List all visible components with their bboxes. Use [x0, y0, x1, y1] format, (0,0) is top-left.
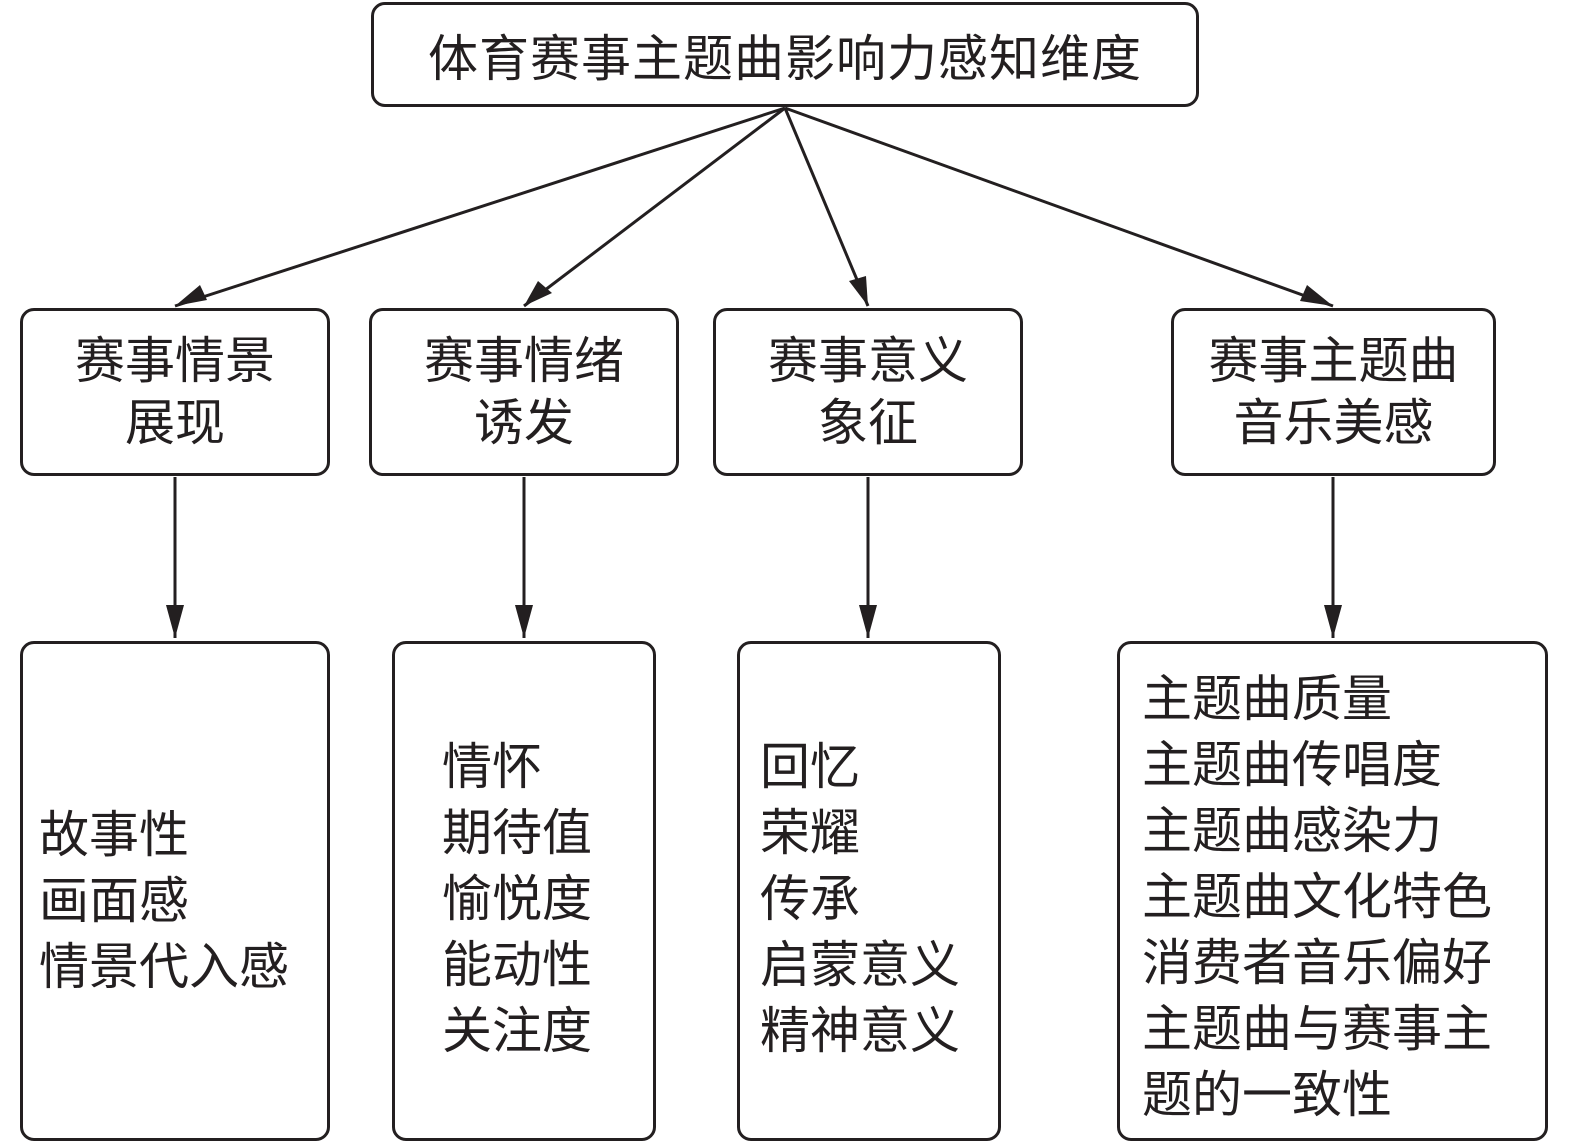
arrowhead-leaf-2 [515, 605, 533, 638]
dimension-node-1: 赛事情景 展现 [20, 308, 330, 476]
leaf-1-item: 情景代入感 [39, 938, 289, 996]
dimension-3-label-line-1: 赛事意义 [768, 332, 968, 390]
arrowhead-dimension-2 [524, 281, 552, 306]
arrow-root-to-dimension-4 [784, 106, 1334, 308]
leaf-4-item: 主题曲感染力 [1142, 802, 1442, 860]
arrowhead-leaf-4 [1324, 605, 1342, 638]
root-title: 体育赛事主题曲影响力感知维度 [428, 29, 1142, 88]
arrowhead-leaf-3 [859, 605, 877, 638]
dimension-1-label-line-2: 展现 [125, 394, 225, 452]
arrowhead-dimension-3 [849, 276, 868, 306]
leaf-2-item: 关注度 [442, 1002, 592, 1060]
dimension-node-3: 赛事意义 象征 [713, 308, 1023, 476]
leaf-3-item-list: 回忆 荣耀 传承 启蒙意义 精神意义 [760, 734, 960, 1064]
leaf-3-item: 荣耀 [760, 804, 860, 862]
dimension-node-4: 赛事主题曲 音乐美感 [1171, 308, 1496, 476]
leaf-4-item: 主题曲与赛事主 [1142, 1000, 1492, 1058]
leaf-4-item: 主题曲质量 [1142, 670, 1392, 728]
leaf-3-item: 精神意义 [760, 1002, 960, 1060]
leaf-2-item: 期待值 [442, 804, 592, 862]
leaf-node-2: 情怀 期待值 愉悦度 能动性 关注度 [392, 641, 656, 1141]
arrowhead-leaf-1 [166, 605, 184, 638]
leaf-3-item: 启蒙意义 [760, 936, 960, 994]
leaf-1-item: 画面感 [39, 872, 189, 930]
leaf-4-item: 主题曲文化特色 [1142, 868, 1492, 926]
leaf-3-item: 传承 [760, 870, 860, 928]
arrow-root-to-dimension-3 [783, 107, 870, 307]
dimension-node-2: 赛事情绪 诱发 [369, 308, 679, 476]
leaf-4-item: 题的一致性 [1142, 1066, 1392, 1124]
dimension-2-label-line-1: 赛事情绪 [424, 332, 624, 390]
leaf-2-item: 情怀 [442, 738, 542, 796]
arrowhead-dimension-1 [175, 285, 207, 306]
root-node: 体育赛事主题曲影响力感知维度 [371, 2, 1199, 107]
leaf-1-item: 故事性 [39, 806, 189, 864]
leaf-4-item: 消费者音乐偏好 [1142, 934, 1492, 992]
leaf-2-item: 愉悦度 [442, 870, 592, 928]
dimension-4-label-line-1: 赛事主题曲 [1208, 332, 1459, 390]
leaf-node-4: 主题曲质量 主题曲传唱度 主题曲感染力 主题曲文化特色 消费者音乐偏好 主题曲与… [1117, 641, 1548, 1141]
leaf-2-item-list: 情怀 期待值 愉悦度 能动性 关注度 [442, 734, 592, 1064]
dimension-2-label-line-2: 诱发 [474, 394, 574, 452]
leaf-4-item: 主题曲传唱度 [1142, 736, 1442, 794]
arrow-root-to-dimension-1 [174, 106, 786, 308]
dimension-3-label-line-2: 象征 [818, 394, 918, 452]
arrow-root-to-dimension-2 [523, 106, 786, 308]
dimension-1-label-line-1: 赛事情景 [75, 332, 275, 390]
arrowhead-dimension-4 [1300, 285, 1333, 306]
leaf-1-item-list: 故事性 画面感 情景代入感 [39, 802, 289, 1000]
leaf-2-item: 能动性 [442, 936, 592, 994]
dimension-4-label-line-2: 音乐美感 [1233, 394, 1434, 452]
leaf-node-1: 故事性 画面感 情景代入感 [20, 641, 330, 1141]
leaf-4-item-list: 主题曲质量 主题曲传唱度 主题曲感染力 主题曲文化特色 消费者音乐偏好 主题曲与… [1142, 666, 1492, 1128]
leaf-3-item: 回忆 [760, 738, 860, 796]
leaf-node-3: 回忆 荣耀 传承 启蒙意义 精神意义 [737, 641, 1001, 1141]
